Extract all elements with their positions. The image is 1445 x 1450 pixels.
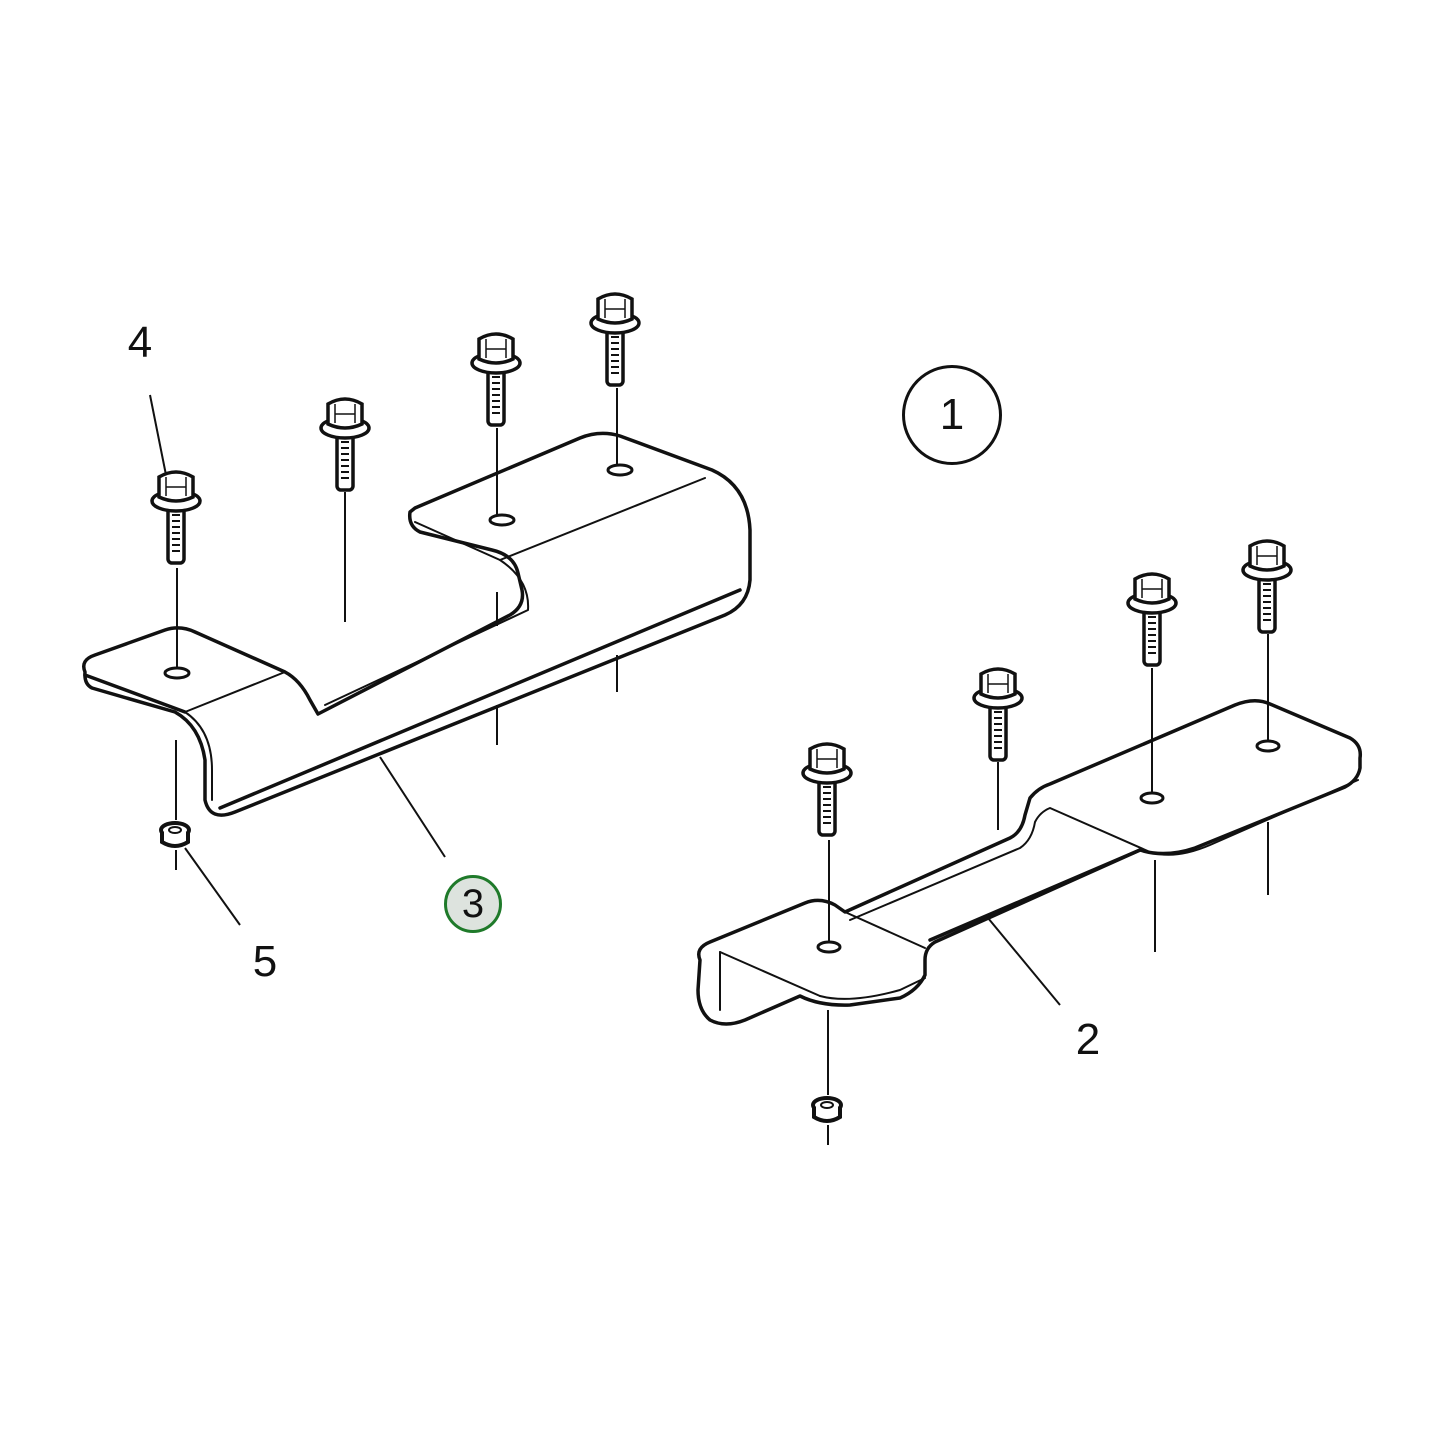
bolt-icon: [150, 470, 202, 565]
left-guide-lines: [175, 388, 618, 870]
bolt-icon: [470, 332, 522, 427]
callout-5: 5: [252, 937, 278, 986]
bolt-icon: [801, 742, 853, 837]
leader-lines: [149, 394, 1061, 1006]
bolt-icon: [1241, 539, 1293, 634]
bolt-icon: [972, 667, 1024, 762]
callout-3: 3: [461, 881, 485, 926]
right-bracket: [696, 699, 1363, 1026]
bolt-icon: [319, 397, 371, 492]
bolt-icon: [589, 292, 641, 387]
nut-icon: [811, 1096, 843, 1123]
nut-icon: [159, 821, 191, 848]
bolt-icon: [1126, 572, 1178, 667]
right-guide-lines: [827, 634, 1269, 1145]
callout-3-circle-highlighted[interactable]: 3: [444, 875, 502, 933]
callout-4: 4: [127, 318, 153, 367]
left-bracket: [82, 431, 752, 817]
callout-2: 2: [1075, 1015, 1101, 1064]
callout-1-circle: 1: [902, 365, 1002, 465]
callout-1: 1: [939, 390, 965, 439]
